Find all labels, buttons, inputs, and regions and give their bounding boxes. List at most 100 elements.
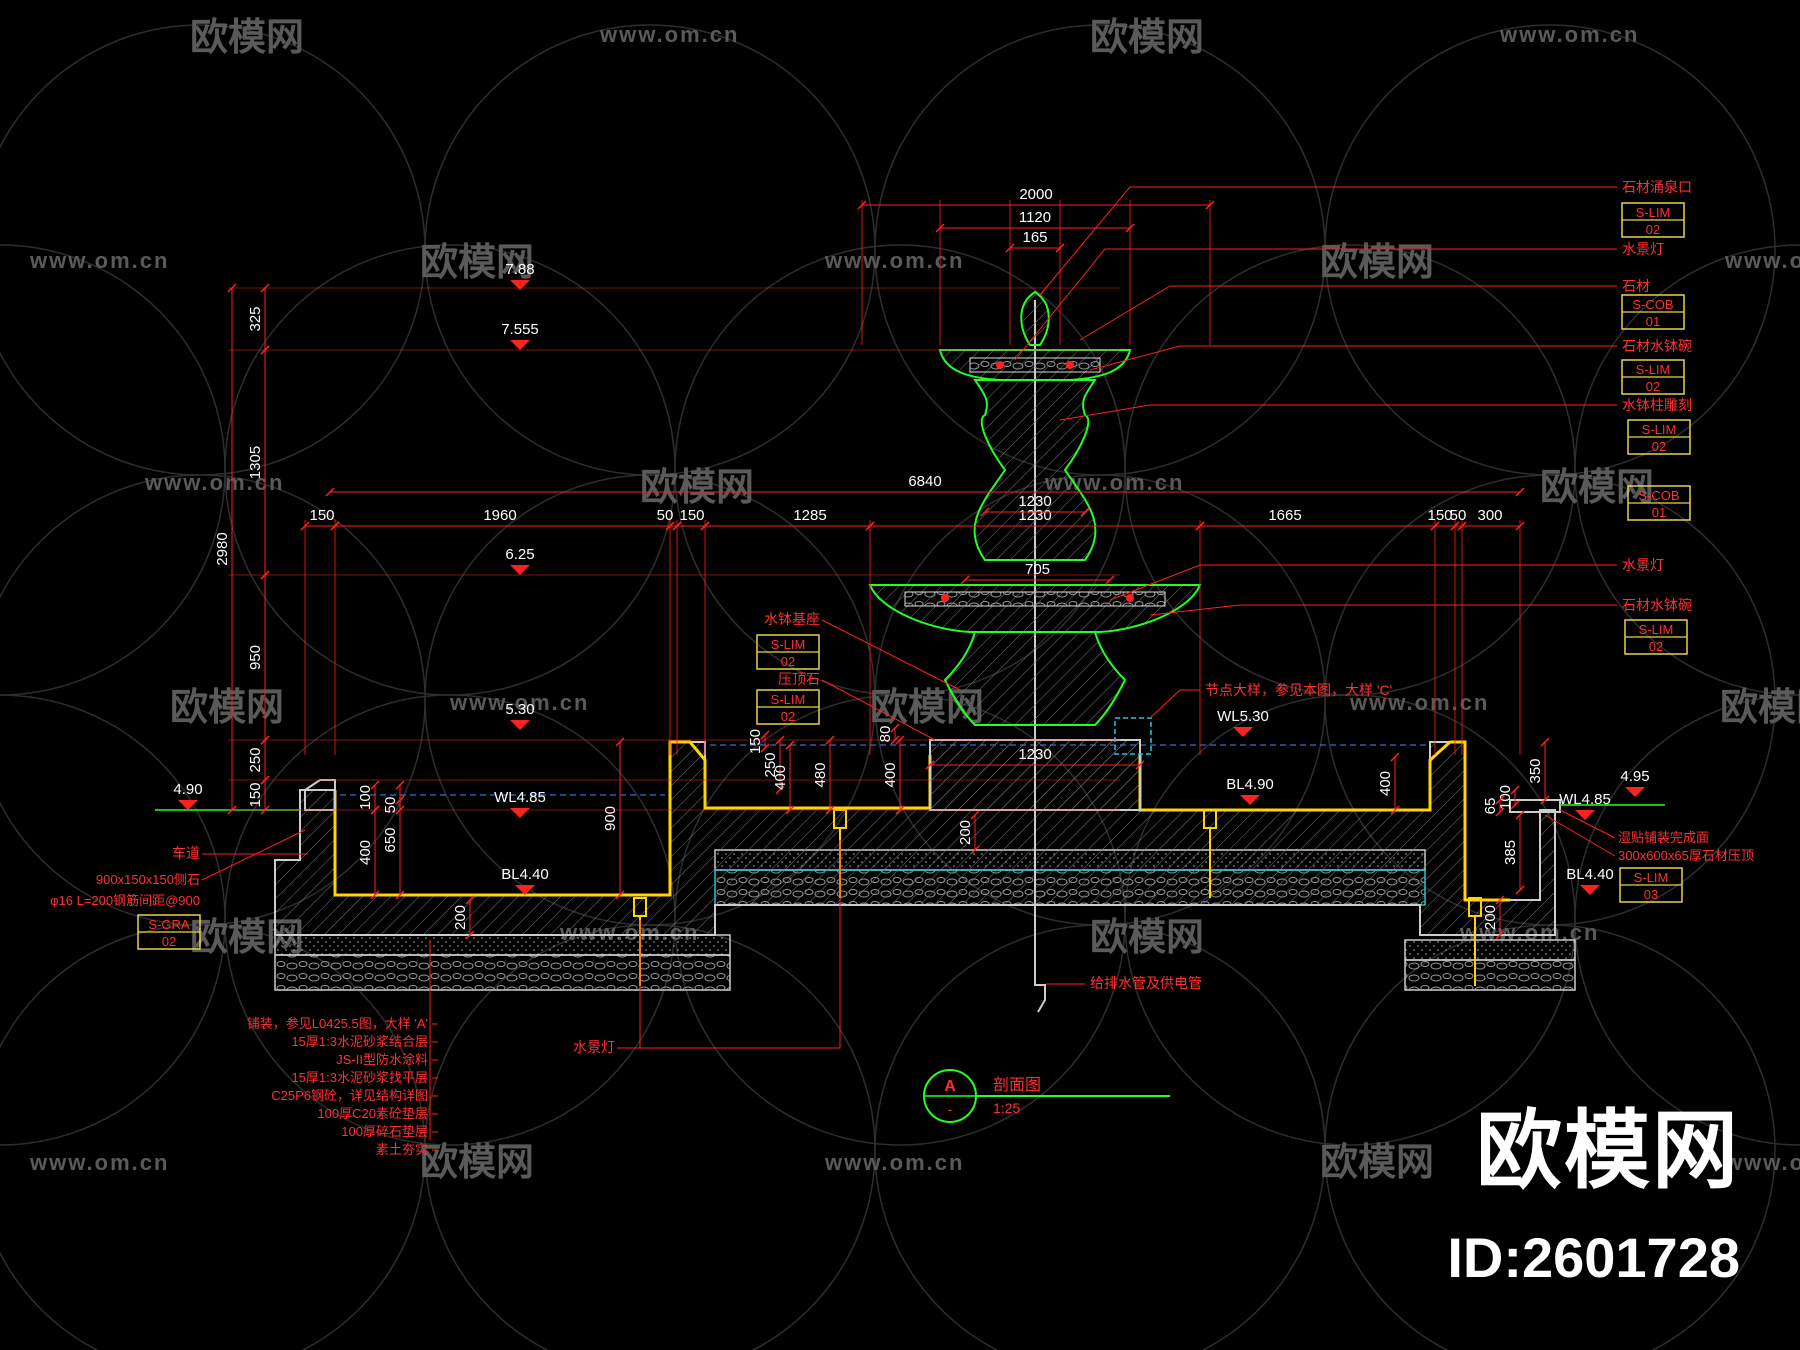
dim-inner-8-text: 480 [812,762,829,787]
watermark-url-text: www.om.cn [449,690,589,715]
dim-inner-11-tick [970,845,980,855]
bowl-light-dot [941,594,949,602]
dim-inner-10-tick [895,805,905,815]
title-sub: - [948,1101,953,1117]
layer-note-3: 15厚1:3水泥砂浆找平层 [291,1070,428,1085]
material-tag-code: S-LIM [1634,870,1669,885]
leader-line [1014,248,1617,361]
dim-inner-4-tick [615,737,625,747]
watermark-id: ID:2601728 [1447,1226,1740,1289]
dim-inner-10-tick [895,735,905,745]
note-right-1: 水景灯 [1622,241,1664,257]
level-0-marker [510,280,530,290]
material-tag-number: 02 [1646,379,1660,394]
leader-line [1544,814,1616,857]
dim-inner-4-text: 900 [602,806,619,831]
foundation-gravel-left [274,954,731,991]
dim-top-spout-text: 165 [1022,229,1047,246]
dim-inner-16-tick [1515,810,1525,820]
foundation-concrete-right [1404,939,1576,961]
watermark-brand-text: 欧模网 [1090,17,1204,59]
supply-pipe [1034,300,1046,1013]
dim-inner-5-text: 250 [762,752,779,777]
level-0-text: 7.88 [505,261,534,278]
dim-row-3-text: 150 [679,507,704,524]
level-4-text: WL5.30 [1217,708,1269,725]
level-2-marker [510,565,530,575]
dim-inner-5-tick [775,735,785,745]
dim-inner-6-tick [760,743,770,753]
note-right-3: 石材水钵碗 [1622,338,1692,354]
stone-coping [1509,799,1561,813]
dim-plinth-width-tick [1135,760,1145,770]
dim-inner-14-text: 100 [1497,785,1514,810]
note-paving-finish: 湿贴铺装完成面 [1618,830,1709,845]
dim-inner-9-text: 80 [877,726,894,743]
note-water-light: 水景灯 [573,1039,615,1055]
note-right-6: 石材水钵碗 [1622,597,1692,613]
bowl-gravel-lower [904,591,1166,607]
dim-plinth-width-tick [925,760,935,770]
dim-inner-17-tick [1495,895,1505,905]
note-road: 车道 [172,845,200,861]
level-5-marker [178,800,198,810]
leader-line [1109,564,1617,601]
dim-row-6-text: 1665 [1268,507,1301,524]
level-2-text: 6.25 [505,546,534,563]
watermark-brand-text: 欧模网 [1320,242,1434,284]
level-3-text: 5.30 [505,701,534,718]
dim-inner-11-text: 200 [957,820,974,845]
material-tag-number: 03 [1644,887,1658,902]
foundation-concrete-left [274,934,731,956]
dim-inner-12-text: 400 [1377,771,1394,796]
waterproof-lining-right [1138,740,1510,902]
level-8-text: BL4.90 [1226,776,1274,793]
level-7-text: BL4.40 [501,866,549,883]
note-detail-ref: 节点大样，参见本图，大样 'C' [1205,682,1392,698]
dim-row-1-text: 1960 [483,507,516,524]
curb-stone [304,779,336,811]
dim-inner-8-tick [825,735,835,745]
dim-bowl-width-text: 705 [1025,561,1050,578]
watermark-url-text: www.om.cn [824,248,964,273]
dim-inner-16-tick [1515,885,1525,895]
dim-inner-14-tick [1510,785,1520,795]
dim-row-9-text: 300 [1477,507,1502,524]
dim-inner-7-tick [785,740,795,750]
dim-left-2-text: 2980 [214,532,231,565]
level-7-marker [515,885,535,895]
dim-inner-3-text: 50 [382,797,399,814]
watermark-ring [1124,244,1576,696]
dim-inner-13-tick [1540,795,1550,805]
dim-overall-tick [325,487,335,497]
foundation-gravel-right [1404,959,1576,991]
dim-inner-11-tick [970,810,980,820]
dim-inner-0-text: 100 [357,785,374,810]
bowl-gravel-upper [969,357,1101,373]
dim-left-1-text: 1305 [247,446,264,479]
note-right-2: 石材 [1622,278,1650,294]
dim-inner-12-tick [1390,752,1400,762]
leader-line [821,679,936,741]
leader-line [1059,404,1617,421]
level-4-marker [1233,727,1253,737]
note-right-5: 水景灯 [1622,557,1664,573]
material-tag-number: 01 [1646,314,1660,329]
watermark-ring [1574,694,1800,1146]
layer-note-1: 15厚1:3水泥砂浆结合层 [291,1034,428,1049]
level-10-text: WL4.85 [1559,791,1611,808]
material-tag-code: S-LIM [1642,422,1677,437]
dim-inner-12-tick [1390,805,1400,815]
waterproof-lining-left [333,740,932,897]
watermark-brand-text: 欧模网 [640,467,754,509]
watermark-brand-text: 欧模网 [1090,917,1204,959]
level-6-text: WL4.85 [494,789,546,806]
layer-note-7: 素土夯实 [376,1142,428,1157]
level-8-marker [1240,795,1260,805]
dim-bowl-width-tick [1105,575,1115,585]
dim-inner-16-text: 385 [1502,840,1519,865]
dim-inner-1-tick [395,780,405,790]
dim-inner-10-text: 400 [882,762,899,787]
